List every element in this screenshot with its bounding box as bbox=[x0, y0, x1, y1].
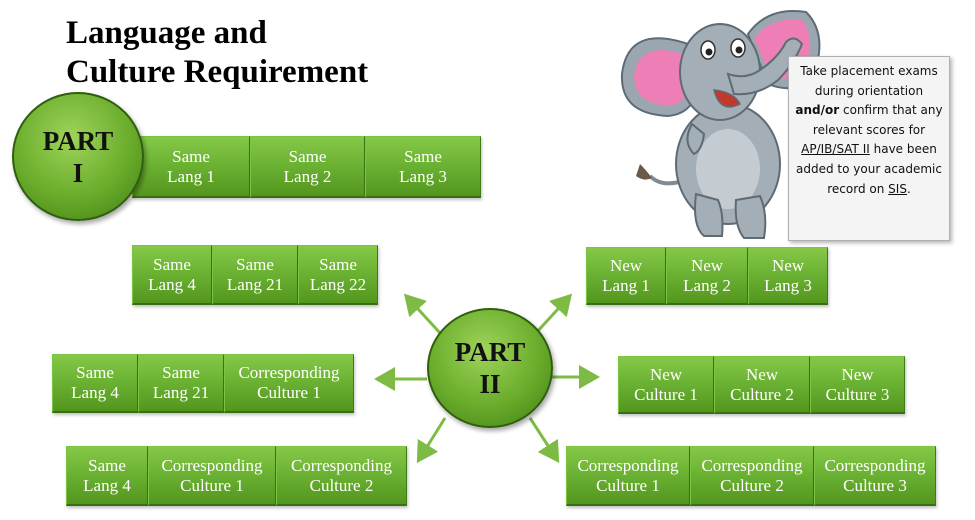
part-2-circle: PART II bbox=[427, 308, 553, 428]
requirement-box: New Lang 1 bbox=[586, 247, 666, 305]
arrow-down-right bbox=[528, 417, 560, 464]
part-1-circle: PART I bbox=[12, 92, 144, 221]
requirement-box: Corresponding Culture 2 bbox=[690, 446, 814, 506]
requirement-box: Same Lang 4 bbox=[66, 446, 148, 506]
title-line-1: Language and bbox=[66, 15, 267, 51]
requirement-box: New Lang 3 bbox=[748, 247, 828, 305]
requirement-box: Same Lang 4 bbox=[132, 245, 212, 305]
requirement-box: Same Lang 1 bbox=[132, 136, 250, 198]
arrow-up-left bbox=[403, 293, 442, 335]
requirement-box: Same Lang 22 bbox=[298, 245, 378, 305]
part2-right-row-2: New Culture 1 New Culture 2 New Culture … bbox=[618, 356, 905, 414]
requirement-box: Same Lang 2 bbox=[250, 136, 365, 198]
note-sis: SIS bbox=[888, 181, 907, 196]
page-title: Language and Culture Requirement bbox=[66, 14, 368, 92]
requirement-box: New Culture 1 bbox=[618, 356, 714, 414]
requirement-box: New Culture 2 bbox=[714, 356, 810, 414]
requirement-box: Corresponding Culture 2 bbox=[276, 446, 407, 506]
part2-left-row-1: Same Lang 4 Same Lang 21 Corresponding C… bbox=[52, 354, 354, 413]
part2-left-row-2: Same Lang 4 Corresponding Culture 1 Corr… bbox=[66, 446, 407, 506]
arrow-down-left bbox=[416, 417, 447, 464]
arrow-up-right bbox=[534, 293, 573, 335]
note-emphasis: and/or bbox=[795, 103, 840, 118]
requirement-box: Same Lang 21 bbox=[212, 245, 298, 305]
note-text-2: confirm that any relevant scores for bbox=[812, 103, 943, 137]
note-text-3: have been added to your academic record … bbox=[796, 142, 942, 196]
elephant-icon bbox=[620, 10, 821, 239]
part2-right-row-3: Corresponding Culture 1 Corresponding Cu… bbox=[566, 446, 936, 506]
part1-row-1: Same Lang 1 Same Lang 2 Same Lang 3 bbox=[132, 136, 481, 198]
instruction-note: Take placement exams during orientation … bbox=[788, 56, 950, 241]
requirement-box: New Lang 2 bbox=[666, 247, 748, 305]
requirement-box: Same Lang 4 bbox=[52, 354, 138, 413]
requirement-box: New Culture 3 bbox=[810, 356, 905, 414]
note-exam-names: AP/IB/SAT II bbox=[801, 142, 870, 157]
requirement-box: Same Lang 3 bbox=[365, 136, 481, 198]
requirement-box: Corresponding Culture 3 bbox=[814, 446, 936, 506]
requirement-box: Corresponding Culture 1 bbox=[224, 354, 354, 413]
title-line-2: Culture Requirement bbox=[66, 54, 369, 90]
note-text-4: . bbox=[906, 181, 911, 196]
requirement-box: Corresponding Culture 1 bbox=[566, 446, 690, 506]
part2-right-row-1: New Lang 1 New Lang 2 New Lang 3 bbox=[586, 247, 828, 305]
requirement-box: Same Lang 21 bbox=[138, 354, 224, 413]
note-text-1: Take placement exams during orientation bbox=[800, 64, 938, 98]
part1-row-2: Same Lang 4 Same Lang 21 Same Lang 22 bbox=[132, 245, 378, 305]
requirement-box: Corresponding Culture 1 bbox=[148, 446, 276, 506]
